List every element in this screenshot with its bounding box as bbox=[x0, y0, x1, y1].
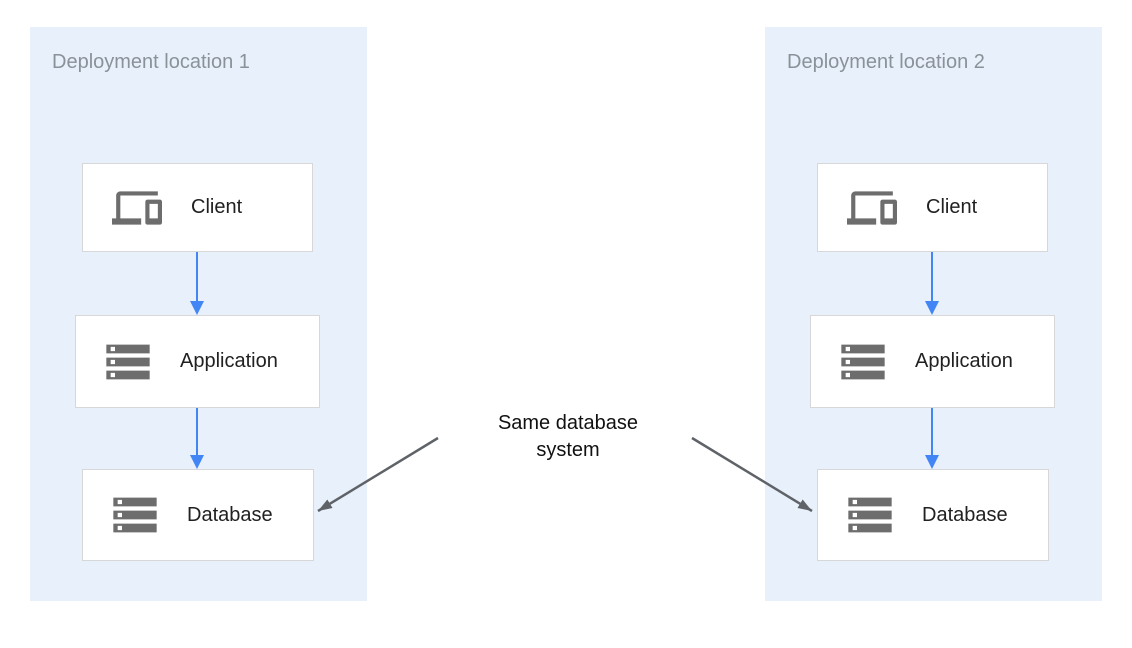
server-stack-icon bbox=[837, 336, 889, 388]
devices-icon bbox=[109, 183, 165, 233]
node-label: Application bbox=[180, 350, 278, 372]
node-label: Client bbox=[926, 196, 978, 218]
node-label: Database bbox=[922, 503, 1008, 526]
node-database: Database bbox=[817, 469, 1049, 561]
server-stack-icon bbox=[102, 336, 154, 388]
flow-arrow-application-to-database bbox=[190, 408, 204, 469]
node-client: Client bbox=[817, 163, 1048, 252]
devices-icon bbox=[844, 183, 900, 233]
flow-arrow-application-to-database bbox=[925, 408, 939, 469]
flow-arrow-client-to-application bbox=[925, 252, 939, 315]
deployment-panel-1: Deployment location 1 Client Application bbox=[30, 27, 367, 601]
node-database: Database bbox=[82, 469, 314, 561]
deployment-panel-2: Deployment location 2 Client Application bbox=[765, 27, 1102, 601]
same-database-system-label: Same database system bbox=[497, 412, 639, 461]
node-application: Application bbox=[75, 315, 320, 408]
node-label: Application bbox=[915, 350, 1013, 372]
node-client: Client bbox=[82, 163, 313, 252]
server-stack-icon bbox=[844, 489, 896, 541]
panel-title: Deployment location 2 bbox=[787, 51, 985, 73]
server-stack-icon bbox=[109, 489, 161, 541]
panel-title: Deployment location 1 bbox=[52, 51, 250, 73]
node-label: Database bbox=[187, 503, 273, 526]
node-label: Client bbox=[191, 196, 243, 218]
flow-arrow-client-to-application bbox=[190, 252, 204, 315]
node-application: Application bbox=[810, 315, 1055, 408]
